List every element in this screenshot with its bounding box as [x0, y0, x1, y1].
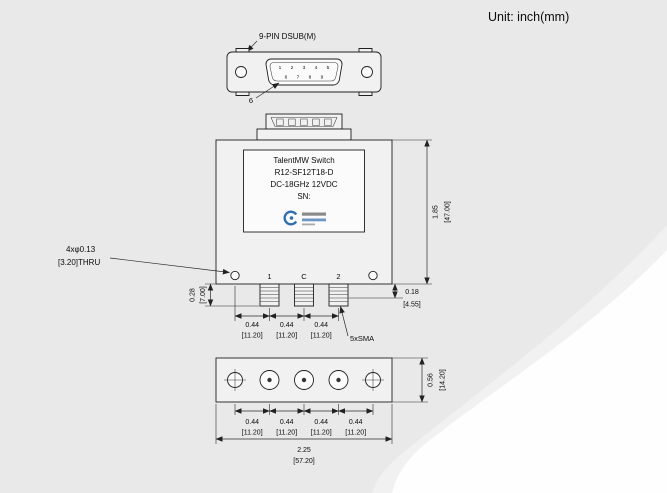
bottom-view: 0.56 [14.20] 0.44 0.44 0.44 0.44 [11.20]…: [215, 357, 447, 465]
port-label-2: 2: [336, 272, 340, 281]
pin-number: 5: [327, 65, 330, 71]
pin-number: 2: [291, 65, 294, 71]
logo-text-bar-2: [302, 218, 326, 222]
height-dim-inch: 1.85: [433, 205, 440, 219]
pin-number: 3: [303, 65, 306, 71]
logo-swirl-icon: [283, 210, 298, 226]
jackscrew-left: [235, 66, 247, 78]
port-label-c: C: [301, 272, 307, 281]
plate-tabs: [235, 48, 373, 96]
pin-number: 6: [285, 75, 288, 81]
bottom-pitch-extension-lines: [234, 404, 374, 415]
mount-hole-leader: [109, 257, 230, 275]
overall-width-dim-mm: [57.20]: [293, 458, 314, 465]
front-view: TalentMW Switch R12-SF12T18-D DC-18GHz 1…: [58, 113, 452, 343]
dsub-callout-label: 9-PIN DSUB(M): [259, 32, 316, 41]
depth-dim-inch: 0.56: [428, 373, 435, 387]
pin-number: 9: [321, 75, 324, 81]
dsub-hood-trapezoid: [270, 117, 338, 127]
dsub-shell-outer: [265, 58, 343, 86]
nameplate: [243, 149, 365, 233]
height-extension-lines: [392, 139, 432, 285]
background-swoosh: [392, 250, 667, 493]
front-pitch-dim-inch: 0.44: [245, 322, 259, 329]
sma-connector-2: [328, 283, 349, 307]
front-pitch-dim-inch: 0.44: [280, 322, 294, 329]
nameplate-line-3: DC-18GHz 12VDC: [270, 180, 337, 189]
front-pitch-dim-mm: [11.20]: [276, 333, 297, 340]
mount-hole-right: [368, 270, 378, 281]
bottom-mount-hole-right-crosshair: [362, 369, 384, 391]
bottom-pitch-dim-inch: 0.44: [245, 419, 259, 426]
bottom-pitch-dim-mm: [11.20]: [345, 430, 366, 437]
bottom-pitch-dim-mm: [11.20]: [276, 430, 297, 437]
nameplate-line-1: TalentMW Switch: [273, 156, 334, 165]
logo-text-bar-1: [302, 212, 326, 216]
mount-hole-callout-line2: [3.20]THRU: [58, 258, 100, 267]
bottom-pitch-dim-mm: [11.20]: [311, 430, 332, 437]
port-label-1: 1: [267, 272, 271, 281]
logo-dot-icon: [289, 216, 294, 220]
nameplate-line-4: SN:: [297, 192, 310, 201]
height-dim-mm: [47.00]: [445, 201, 452, 222]
top-view: 9-PIN DSUB(M) 1 2 3 4 5 6 7 8 9 6: [226, 32, 382, 105]
mount-hole-left: [230, 270, 240, 281]
bottom-pitch-dim-mm: [11.20]: [242, 430, 263, 437]
bottom-pitch-dim-inch: 0.44: [349, 419, 363, 426]
front-pitch-dim-mm: [11.20]: [242, 333, 263, 340]
bottom-pitch-dim-inch: 0.44: [314, 419, 328, 426]
unit-label: Unit: inch(mm): [488, 10, 569, 24]
shoulder-dim-mm: [4.55]: [403, 302, 421, 309]
pin6-callout-leader: [255, 82, 280, 99]
logo-text-bar-3: [302, 223, 315, 226]
front-pitch-dim-inch: 0.44: [314, 322, 328, 329]
bottom-pitch-dim-inch: 0.44: [280, 419, 294, 426]
bottom-sma-2-pin: [336, 377, 341, 383]
nameplate-line-2: R12-SF12T18-D: [275, 168, 334, 177]
pin-number: 4: [315, 65, 318, 71]
front-pitch-dim-mm: [11.20]: [311, 333, 332, 340]
sma-length-dim-inch: 0.28: [190, 288, 197, 302]
sma-callout-label: 5xSMA: [350, 334, 374, 343]
depth-extension-lines: [392, 357, 428, 403]
sma-length-dim-mm: [7.00]: [200, 286, 207, 304]
bottom-sma-1-pin: [267, 377, 272, 383]
shoulder-dim-inch: 0.18: [405, 289, 419, 296]
jackscrew-right: [361, 66, 373, 78]
mount-hole-callout-line1: 4xφ0.13: [66, 245, 96, 254]
overall-width-dim-inch: 2.25: [297, 447, 311, 454]
brand-logo: [283, 210, 326, 226]
sma-threads: [260, 287, 348, 302]
bottom-mount-hole-left-crosshair: [224, 369, 246, 391]
pin-number: 7: [297, 75, 300, 81]
depth-dim-mm: [14.20]: [440, 369, 447, 390]
sma-connector-1: [259, 283, 280, 307]
dsub-shell-inner: [269, 62, 339, 82]
pin-number: 1: [279, 65, 282, 71]
sma-length-extension-lines: [205, 283, 259, 307]
dsub-hood-base: [256, 128, 352, 141]
sma-callout-leader: [339, 306, 349, 337]
sma-connector-c: [294, 283, 314, 307]
pin6-callout-label: 6: [249, 96, 253, 105]
dsub-hood-contacts: [276, 118, 332, 126]
pin-number: 8: [309, 75, 312, 81]
bottom-sma-c-pin: [301, 377, 307, 383]
